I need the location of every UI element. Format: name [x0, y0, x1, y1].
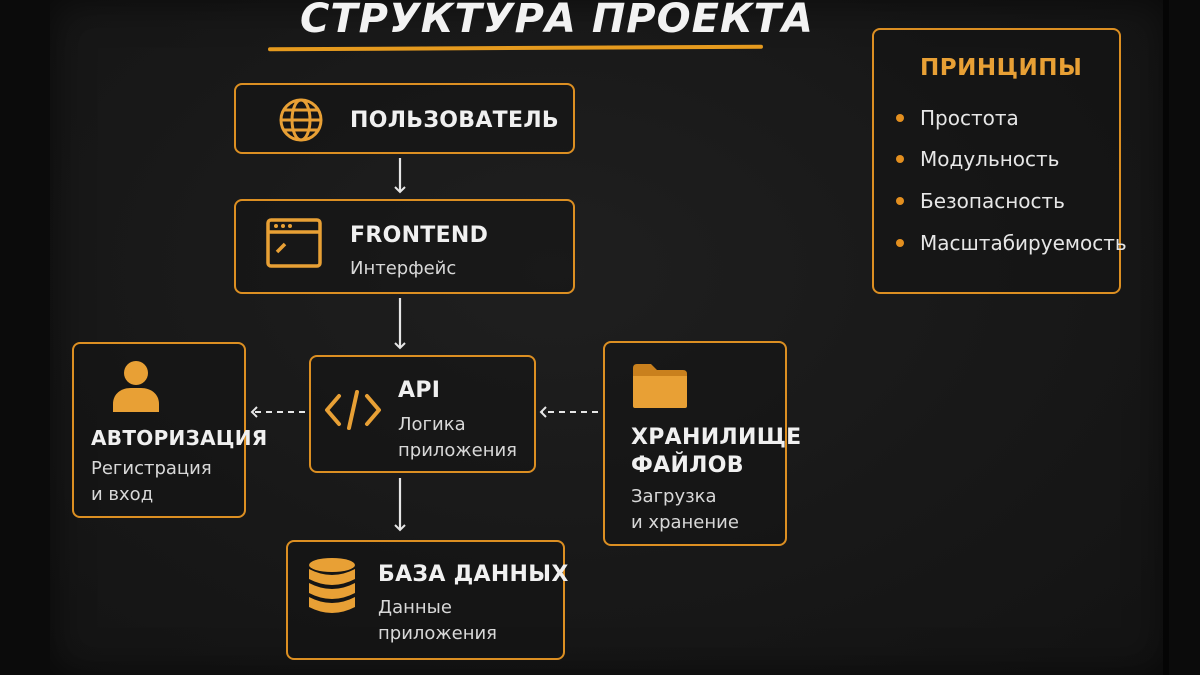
node-frontend-title: FRONTEND: [350, 223, 489, 248]
principles-panel: [872, 28, 1121, 294]
node-storage-title-2: ФАЙЛОВ: [631, 453, 744, 478]
user-icon: [113, 361, 159, 412]
principle-item: Масштабируемость: [896, 231, 1127, 255]
bullet-icon: [896, 154, 904, 163]
principle-label: Модульность: [920, 147, 1060, 171]
principle-label: Безопасность: [920, 189, 1065, 213]
node-auth-title: АВТОРИЗАЦИЯ: [91, 426, 268, 450]
node-database-subtitle-2: приложения: [378, 623, 497, 644]
principle-item: Безопасность: [896, 189, 1065, 213]
node-storage-subtitle-2: и хранение: [631, 512, 739, 533]
bullet-icon: [896, 113, 904, 122]
code-icon: [325, 390, 381, 430]
node-api: [309, 355, 536, 473]
node-storage-subtitle-1: Загрузка: [631, 486, 717, 507]
node-auth-subtitle-1: Регистрация: [91, 458, 212, 479]
node-storage-title-1: ХРАНИЛИЩЕ: [631, 425, 802, 450]
principle-item: Простота: [896, 106, 1019, 130]
node-api-subtitle-2: приложения: [398, 440, 517, 461]
node-database-subtitle-1: Данные: [378, 597, 452, 618]
page-title: СТРУКТУРА ПРОЕКТА: [300, 0, 814, 42]
principle-label: Простота: [920, 106, 1019, 130]
globe-icon: [279, 98, 323, 142]
node-auth-subtitle-2: и вход: [91, 484, 154, 505]
node-storage: [603, 341, 787, 546]
node-user-title: ПОЛЬЗОВАТЕЛЬ: [350, 108, 559, 133]
board-frame-right: [1163, 0, 1169, 675]
bullet-icon: [896, 238, 904, 247]
node-auth: [72, 342, 246, 518]
database-icon: [309, 558, 355, 613]
node-api-subtitle-1: Логика: [398, 414, 466, 435]
node-frontend: [234, 199, 575, 294]
bullet-icon: [896, 196, 904, 205]
folder-icon: [633, 364, 687, 408]
browser-window-icon: [266, 218, 322, 268]
node-database-title: БАЗА ДАННЫХ: [378, 562, 569, 587]
principles-title: ПРИНЦИПЫ: [920, 55, 1083, 81]
node-api-title: API: [398, 378, 441, 403]
principle-label: Масштабируемость: [920, 231, 1127, 255]
node-frontend-subtitle: Интерфейс: [350, 258, 457, 279]
principle-item: Модульность: [896, 147, 1059, 171]
